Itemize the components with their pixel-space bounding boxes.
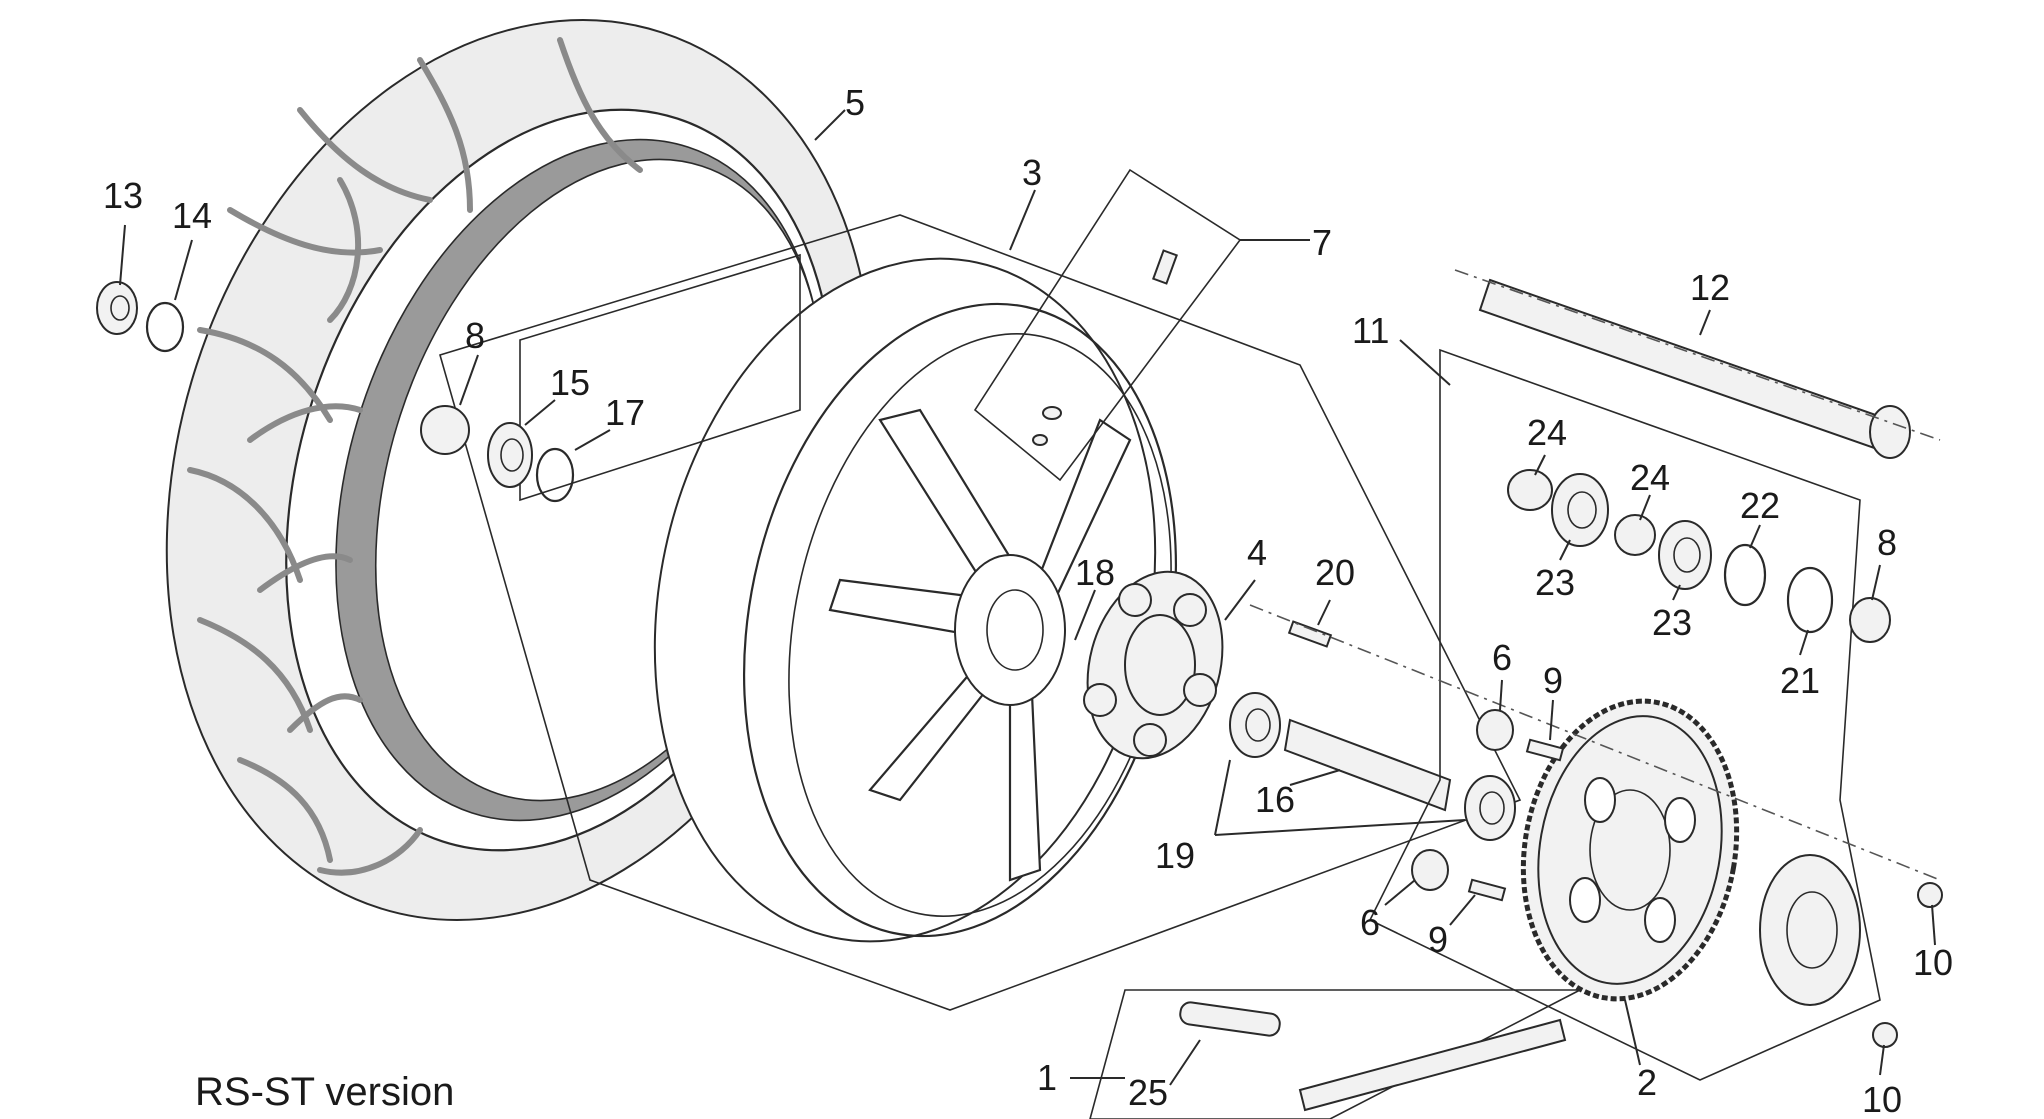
sprocket-flange	[1759, 854, 1861, 1006]
bearing-13	[96, 281, 138, 335]
bolt-20	[1287, 620, 1333, 648]
callout-4: 4	[1247, 532, 1267, 573]
callout-6-top: 6	[1492, 637, 1512, 678]
callout-7: 7	[1312, 222, 1332, 263]
cush-drive-hub	[1083, 570, 1224, 760]
callout-1: 1	[1037, 1057, 1057, 1098]
callout-19: 19	[1155, 835, 1195, 876]
callout-24-right: 24	[1630, 457, 1670, 498]
callout-11: 11	[1352, 310, 1389, 351]
callout-18: 18	[1075, 552, 1115, 593]
callout-13: 13	[103, 175, 143, 216]
bearing-15	[487, 422, 533, 488]
spacer-6-top	[1476, 709, 1514, 751]
leader-lines	[119, 109, 1936, 1086]
spacer-6-bottom	[1411, 849, 1449, 891]
callout-23-left: 23	[1535, 562, 1575, 603]
spacer-8-right	[1849, 597, 1891, 643]
stud-9-bottom	[1467, 878, 1507, 902]
callout-24-left: 24	[1527, 412, 1567, 453]
callout-2: 2	[1637, 1062, 1657, 1103]
spacer-8-left	[420, 405, 470, 455]
callout-5: 5	[845, 82, 865, 123]
chain-group-outline	[1089, 989, 1581, 1119]
valve	[1032, 249, 1178, 446]
bearing-19-right	[1464, 775, 1516, 841]
spacer-24-left	[1507, 469, 1553, 511]
callout-14: 14	[172, 195, 212, 236]
version-caption: RS-ST version	[195, 1070, 454, 1114]
callout-10-top: 10	[1913, 942, 1953, 983]
callout-8-right: 8	[1877, 522, 1897, 563]
callout-21: 21	[1780, 660, 1820, 701]
bearing-23-right	[1658, 520, 1712, 590]
chain	[1298, 1018, 1567, 1112]
spacer-16	[1283, 718, 1452, 812]
ring-21	[1786, 566, 1834, 634]
ring-17	[535, 447, 575, 503]
valve-group-outline	[973, 168, 1242, 482]
sprocket-group-outline	[1368, 348, 1881, 1081]
rim	[653, 257, 1178, 943]
stud-9-top	[1525, 738, 1565, 762]
rear-sprocket	[1520, 698, 1740, 1002]
callout-25: 25	[1128, 1072, 1168, 1113]
callout-17: 17	[605, 392, 645, 433]
callout-9-top: 9	[1543, 660, 1563, 701]
callout-20: 20	[1315, 552, 1355, 593]
wheel-group-outline	[439, 214, 1522, 1011]
callout-15: 15	[550, 362, 590, 403]
spacer-24-right	[1614, 514, 1656, 556]
axle	[1478, 278, 1911, 459]
nut-10-top	[1917, 882, 1943, 908]
callout-10-bottom: 10	[1862, 1079, 1902, 1119]
callout-16: 16	[1255, 779, 1295, 820]
bearing-19-left	[1229, 692, 1281, 758]
chain-link-25	[1179, 1001, 1281, 1037]
callout-9-bottom: 9	[1428, 919, 1448, 960]
callout-6-bottom: 6	[1360, 902, 1380, 943]
callout-labels: 5 3 7 11 12 13 14 8 15 17 18 4 20 24 24 …	[103, 82, 1953, 1119]
ring-14	[145, 301, 185, 353]
callout-12: 12	[1690, 267, 1730, 308]
callout-8-left: 8	[465, 315, 485, 356]
callout-3: 3	[1022, 152, 1042, 193]
callout-23-right: 23	[1652, 602, 1692, 643]
nut-10-bottom	[1872, 1022, 1898, 1048]
ring-22	[1723, 543, 1767, 607]
bearing-23-left	[1551, 473, 1609, 547]
callout-22: 22	[1740, 485, 1780, 526]
